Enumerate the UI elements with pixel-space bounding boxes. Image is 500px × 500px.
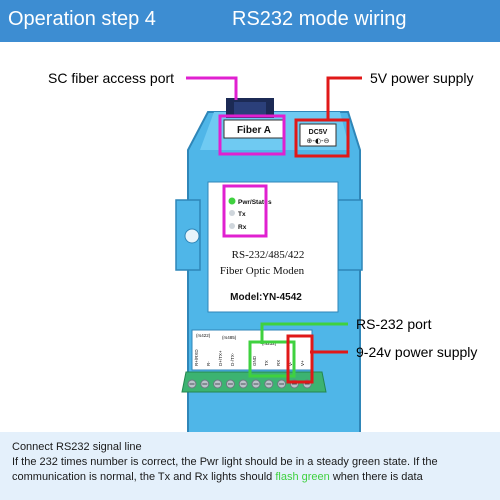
pin-label: D-/TX- [230,352,235,366]
pin-label: RX [276,360,281,366]
instructions-panel: Connect RS232 signal line If the 232 tim… [0,432,500,500]
pin-label: R- [206,361,211,366]
mount-ear-right [337,199,363,271]
step-title: Operation step 4 [8,8,156,30]
highlight-indicators [222,184,268,238]
pin-label: V+ [300,360,305,366]
callout-line-rs232 [260,322,348,344]
pin-label: GND [252,355,257,366]
callout-5v-power: 5V power supply [370,70,474,86]
pin-label: D+/TX+ [218,350,223,366]
indicator-tx-label: Tx [238,211,246,218]
group-label-rs485: (rs485) [222,335,237,340]
indicator-pwr-label: Pwr/Status [238,199,272,206]
terminal-screws [187,379,312,389]
instruction-line-2: If the 232 times number is correct, the … [12,456,438,468]
dc5v-label: DC5V [309,129,328,136]
fiber-port-label: Fiber A [237,125,271,136]
rx-led [229,223,235,229]
flash-green-highlight: flash green [275,471,330,483]
title-banner: Operation step 4 RS232 mode wiring [0,0,500,42]
pin-label: V- [288,361,293,366]
model-line-1: RS-232/485/422 [232,249,305,261]
instruction-line-3-start: communication is normal, the Tx and Rx l… [12,471,273,483]
mode-title: RS232 mode wiring [232,8,407,30]
tx-led [229,210,235,216]
pin-label: R+/RXD [194,349,199,366]
mount-hole-left [184,228,200,244]
dc-polarity-icon: ⊕-◐-⊖ [307,137,330,145]
pin-label: TX [264,360,269,366]
terminal-pin-labels: R+/RXD R- D+/TX+ D-/TX- GND TX RX V- V+ [194,349,305,366]
model-line-2: Fiber Optic Moden [220,265,305,277]
indicator-rx-label: Rx [238,224,247,231]
callout-line-sc [186,76,238,100]
instruction-line-1: Connect RS232 signal line [12,441,142,453]
callout-rs232-port: RS-232 port [356,316,432,332]
instruction-line-3-end: when there is data [332,471,423,483]
highlight-fiber-port [218,114,286,156]
instruction-line-3: communication is normal, the Tx and Rx l… [12,470,490,485]
group-label-rs422: (rs422) [196,333,211,338]
model-id: Model:YN-4542 [230,292,302,303]
callout-sc-fiber: SC fiber access port [48,70,175,86]
callout-924v-power: 9-24v power supply [356,344,478,360]
highlight-power-terminals [286,334,314,384]
front-label-panel [207,181,339,313]
dc5v-label-plate [299,123,337,147]
callout-line-5v [326,76,362,120]
highlight-dc5v [294,118,350,158]
highlight-rs232-terminals [248,340,296,378]
sc-connector-face [234,102,266,116]
pwr-status-led [228,197,236,205]
